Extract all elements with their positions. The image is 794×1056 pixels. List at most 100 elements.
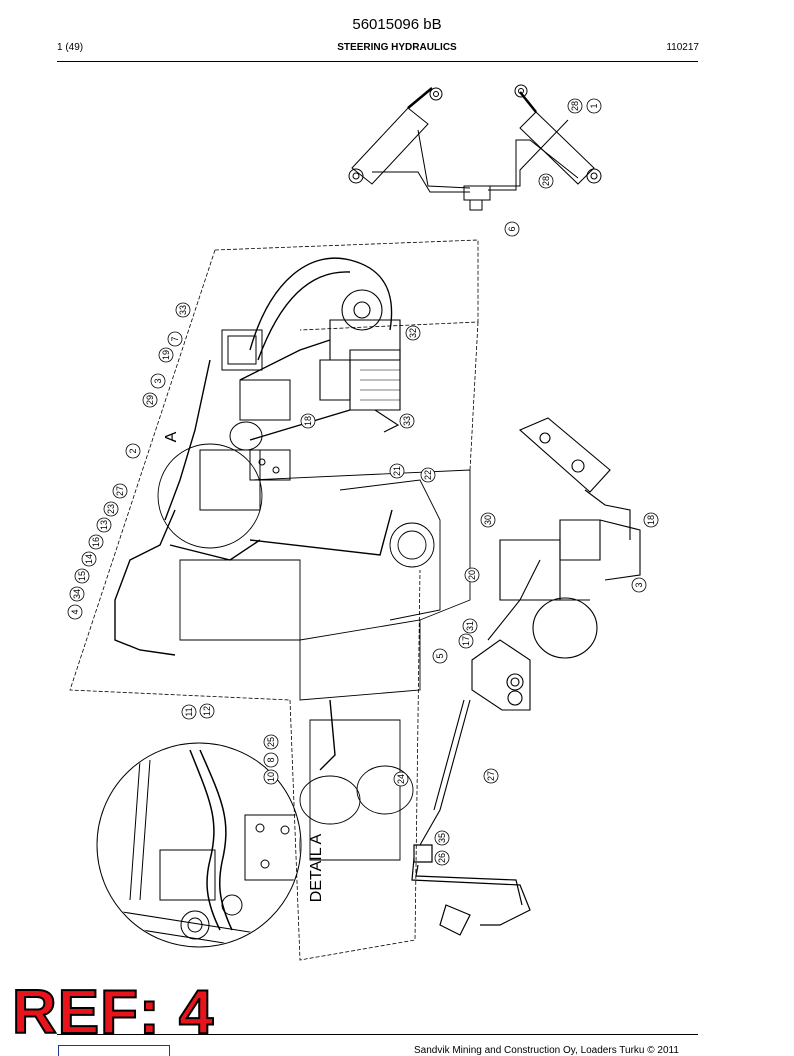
callout-29: 29: [142, 392, 158, 408]
callout-18: 18: [643, 512, 659, 528]
callout-number: 22: [423, 470, 433, 480]
callout-number: 21: [392, 466, 402, 476]
callout-20: 20: [464, 567, 480, 583]
callout-19: 19: [158, 347, 174, 363]
callout-number: 17: [461, 636, 471, 646]
callout-number: 28: [570, 101, 580, 111]
steering-cylinder-right: [514, 84, 602, 185]
callout-8: 8: [263, 752, 279, 768]
control-valve-block: [199, 329, 291, 511]
header-rule: [57, 61, 698, 62]
copyright-footer: Sandvik Mining and Construction Oy, Load…: [414, 1045, 679, 1056]
callout-14: 14: [81, 551, 97, 567]
callout-number: 27: [115, 486, 125, 496]
callout-number: 10: [266, 772, 276, 782]
callout-33: 33: [175, 302, 191, 318]
return-line: [411, 844, 531, 936]
steering-cylinder-left: [348, 87, 443, 185]
page-title: STEERING HYDRAULICS: [337, 42, 457, 53]
callout-5: 5: [432, 648, 448, 664]
callout-number: 26: [437, 853, 447, 863]
callout-number: 1: [589, 103, 599, 108]
callout-22: 22: [420, 467, 436, 483]
callout-number: 15: [77, 571, 87, 581]
callout-28: 28: [538, 173, 554, 189]
callout-13: 13: [96, 517, 112, 533]
callout-number: 2: [128, 448, 138, 453]
callout-11: 11: [181, 704, 197, 720]
callout-number: 13: [99, 520, 109, 530]
document-number: 56015096 bB: [352, 16, 442, 33]
callout-number: 3: [153, 378, 163, 383]
callout-18: 18: [300, 413, 316, 429]
callout-number: 8: [266, 757, 276, 762]
callout-number: 31: [465, 621, 475, 631]
callout-number: 20: [467, 570, 477, 580]
callout-number: 32: [408, 328, 418, 338]
callout-number: 34: [72, 589, 82, 599]
callout-number: 16: [91, 537, 101, 547]
callout-number: 18: [646, 515, 656, 525]
detail-a-label: DETAIL A: [308, 833, 325, 902]
callout-number: 7: [170, 336, 180, 341]
callout-number: 18: [303, 416, 313, 426]
ref-stamp: REF: 4: [11, 978, 215, 1047]
callout-number: 5: [435, 653, 445, 658]
distribution-block: [463, 185, 491, 211]
callout-number: 24: [396, 774, 406, 784]
callout-32: 32: [405, 325, 421, 341]
callout-number: 6: [507, 226, 517, 231]
callout-27: 27: [112, 483, 128, 499]
callout-10: 10: [263, 769, 279, 785]
callout-3: 3: [631, 577, 647, 593]
callout-4: 4: [67, 604, 83, 620]
callout-3: 3: [150, 373, 166, 389]
callout-number: 23: [106, 504, 116, 514]
callout-31: 31: [462, 618, 478, 634]
callout-number: 3: [634, 582, 644, 587]
callout-7: 7: [167, 331, 183, 347]
callout-25: 25: [263, 734, 279, 750]
callout-number: 12: [202, 706, 212, 716]
callout-23: 23: [103, 501, 119, 517]
callout-number: 33: [178, 305, 188, 315]
callout-26: 26: [434, 850, 450, 866]
callout-number: 4: [70, 609, 80, 614]
callout-28: 28: [567, 98, 583, 114]
callout-15: 15: [74, 568, 90, 584]
callout-1: 1: [586, 98, 602, 114]
callout-number: 35: [437, 833, 447, 843]
callout-6: 6: [504, 221, 520, 237]
callout-number: 19: [161, 350, 171, 360]
callout-number: 11: [184, 707, 194, 716]
callout-number: 25: [266, 737, 276, 747]
steering-pump-assembly: [319, 289, 401, 433]
callout-number: 14: [84, 554, 94, 564]
logo-badge: [58, 1045, 170, 1056]
page-number: 1 (49): [57, 42, 84, 53]
callout-27: 27: [483, 768, 499, 784]
callout-number: 29: [145, 395, 155, 405]
callout-21: 21: [389, 463, 405, 479]
callout-number: 28: [541, 176, 551, 186]
chassis-frame: [179, 469, 471, 861]
callout-12: 12: [199, 703, 215, 719]
revision-code: 110217: [666, 42, 699, 53]
callout-number: 33: [402, 416, 412, 426]
cylinder-hoses: [372, 119, 579, 193]
callout-16: 16: [88, 534, 104, 550]
callout-30: 30: [480, 512, 496, 528]
callout-33: 33: [399, 413, 415, 429]
footer-rule: [57, 1034, 698, 1035]
frame-outline: [69, 239, 479, 961]
callout-35: 35: [434, 830, 450, 846]
view-a-label: A: [163, 431, 180, 442]
hydraulic-hoses: [114, 257, 393, 771]
steering-valve-block: [419, 559, 541, 846]
callout-17: 17: [458, 633, 474, 649]
callout-24: 24: [393, 771, 409, 787]
callout-number: 30: [483, 515, 493, 525]
detail-a-marker-circle: [157, 443, 263, 549]
